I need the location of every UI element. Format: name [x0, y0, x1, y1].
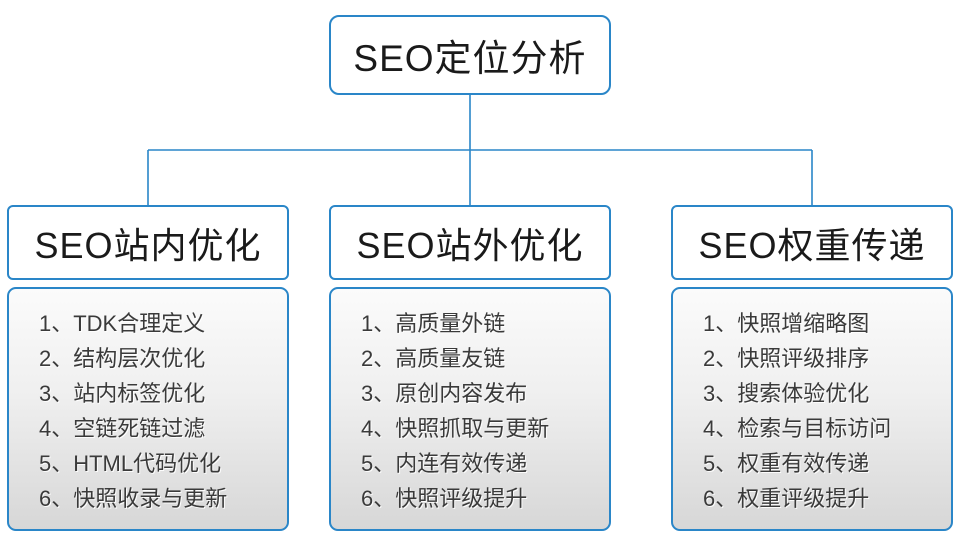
list-item: 4、检索与目标访问	[703, 415, 892, 441]
branch-header-onsite: SEO站内优化	[7, 205, 289, 280]
list-item: 2、高质量友链	[361, 345, 506, 371]
branch-header-weight: SEO权重传递	[671, 205, 953, 280]
branch-list-weight: 1、快照增缩略图 2、快照评级排序 3、搜索体验优化 4、检索与目标访问 5、权重有效传…	[671, 287, 953, 531]
list-item: 3、原创内容发布	[361, 380, 528, 406]
list-item: 2、快照评级排序	[703, 345, 870, 371]
list-item: 3、搜索体验优化	[703, 380, 870, 406]
branch-weight-transfer: SEO权重传递 1、快照增缩略图 2、快照评级排序 3、搜索体验优化 4、检索与目标访…	[671, 205, 953, 531]
branch-title: SEO站内优化	[34, 224, 262, 266]
list-item: 1、快照增缩略图	[703, 310, 870, 336]
list-item: 3、站内标签优化	[39, 380, 206, 406]
list-item: 1、TDK合理定义	[39, 310, 206, 336]
list-item: 6、快照评级提升	[361, 485, 528, 511]
list-item: 6、快照收录与更新	[39, 485, 228, 511]
list-item: 4、快照抓取与更新	[361, 415, 550, 441]
branch-title: SEO站外优化	[356, 224, 584, 266]
root-node-title: SEO定位分析	[353, 38, 587, 79]
branch-list-offsite: 1、高质量外链 2、高质量友链 3、原创内容发布 4、快照抓取与更新 5、内连有效传递 6…	[329, 287, 611, 531]
root-node: SEO定位分析	[329, 15, 611, 95]
branch-header-offsite: SEO站外优化	[329, 205, 611, 280]
list-item: 5、HTML代码优化	[39, 450, 222, 476]
list-item: 5、内连有效传递	[361, 450, 528, 476]
branch-offsite-optimization: SEO站外优化 1、高质量外链 2、高质量友链 3、原创内容发布 4、快照抓取与更新 5…	[329, 205, 611, 531]
branch-onsite-optimization: SEO站内优化 1、TDK合理定义 2、结构层次优化 3、站内标签优化 4、空链死链过…	[7, 205, 289, 531]
list-item: 2、结构层次优化	[39, 345, 206, 371]
branch-title: SEO权重传递	[698, 224, 926, 266]
branch-list-onsite: 1、TDK合理定义 2、结构层次优化 3、站内标签优化 4、空链死链过滤 5、HTML代…	[7, 287, 289, 531]
list-item: 6、权重评级提升	[703, 485, 870, 511]
list-item: 4、空链死链过滤	[39, 415, 206, 441]
list-item: 1、高质量外链	[361, 310, 506, 336]
list-item: 5、权重有效传递	[703, 450, 870, 476]
